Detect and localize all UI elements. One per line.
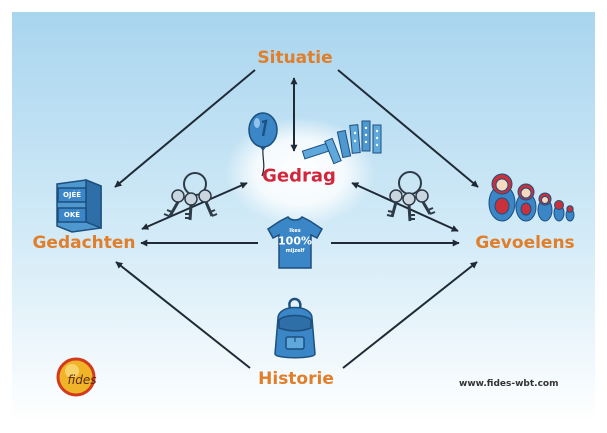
fides-logo-accent bbox=[65, 364, 79, 378]
keys-icon-left bbox=[163, 172, 218, 221]
backpack-icon bbox=[274, 297, 316, 359]
fides-logo-text: fides bbox=[67, 373, 97, 387]
dominoes-icon bbox=[301, 120, 382, 165]
node-gedrag: Gedrag bbox=[262, 165, 336, 187]
node-situatie: Situatie bbox=[257, 48, 333, 68]
drawer-label-top: OJÉÉ bbox=[62, 191, 82, 199]
arrow-historie-gedachten bbox=[115, 261, 251, 369]
drawer-label-bottom: OKÉ bbox=[63, 211, 81, 219]
drawer-cabinet-icon bbox=[56, 178, 102, 233]
website-link[interactable]: www.fides-wbt.com bbox=[459, 379, 559, 389]
node-gedachten: Gedachten bbox=[32, 233, 136, 253]
keys-icon-right bbox=[386, 171, 436, 222]
shirt-icon bbox=[267, 216, 323, 269]
node-gevoelens: Gevoelens bbox=[475, 233, 575, 253]
shirt-text-bottom: mijzelf bbox=[285, 248, 305, 254]
balloon-icon bbox=[248, 112, 278, 177]
arrow-situatie-gedachten bbox=[114, 69, 256, 188]
shirt-text-top: Ikes bbox=[289, 228, 301, 234]
matryoshka-dolls-icon bbox=[488, 173, 575, 222]
arrow-gedrag-gevoelens bbox=[351, 182, 459, 232]
arrow-situatie-gevoelens bbox=[337, 69, 479, 188]
arrow-gedrag-gedachten bbox=[141, 182, 248, 230]
shirt-text-big: 100% bbox=[278, 234, 312, 248]
arrow-historie-gevoelens bbox=[342, 261, 478, 369]
node-historie: Historie bbox=[258, 369, 334, 389]
